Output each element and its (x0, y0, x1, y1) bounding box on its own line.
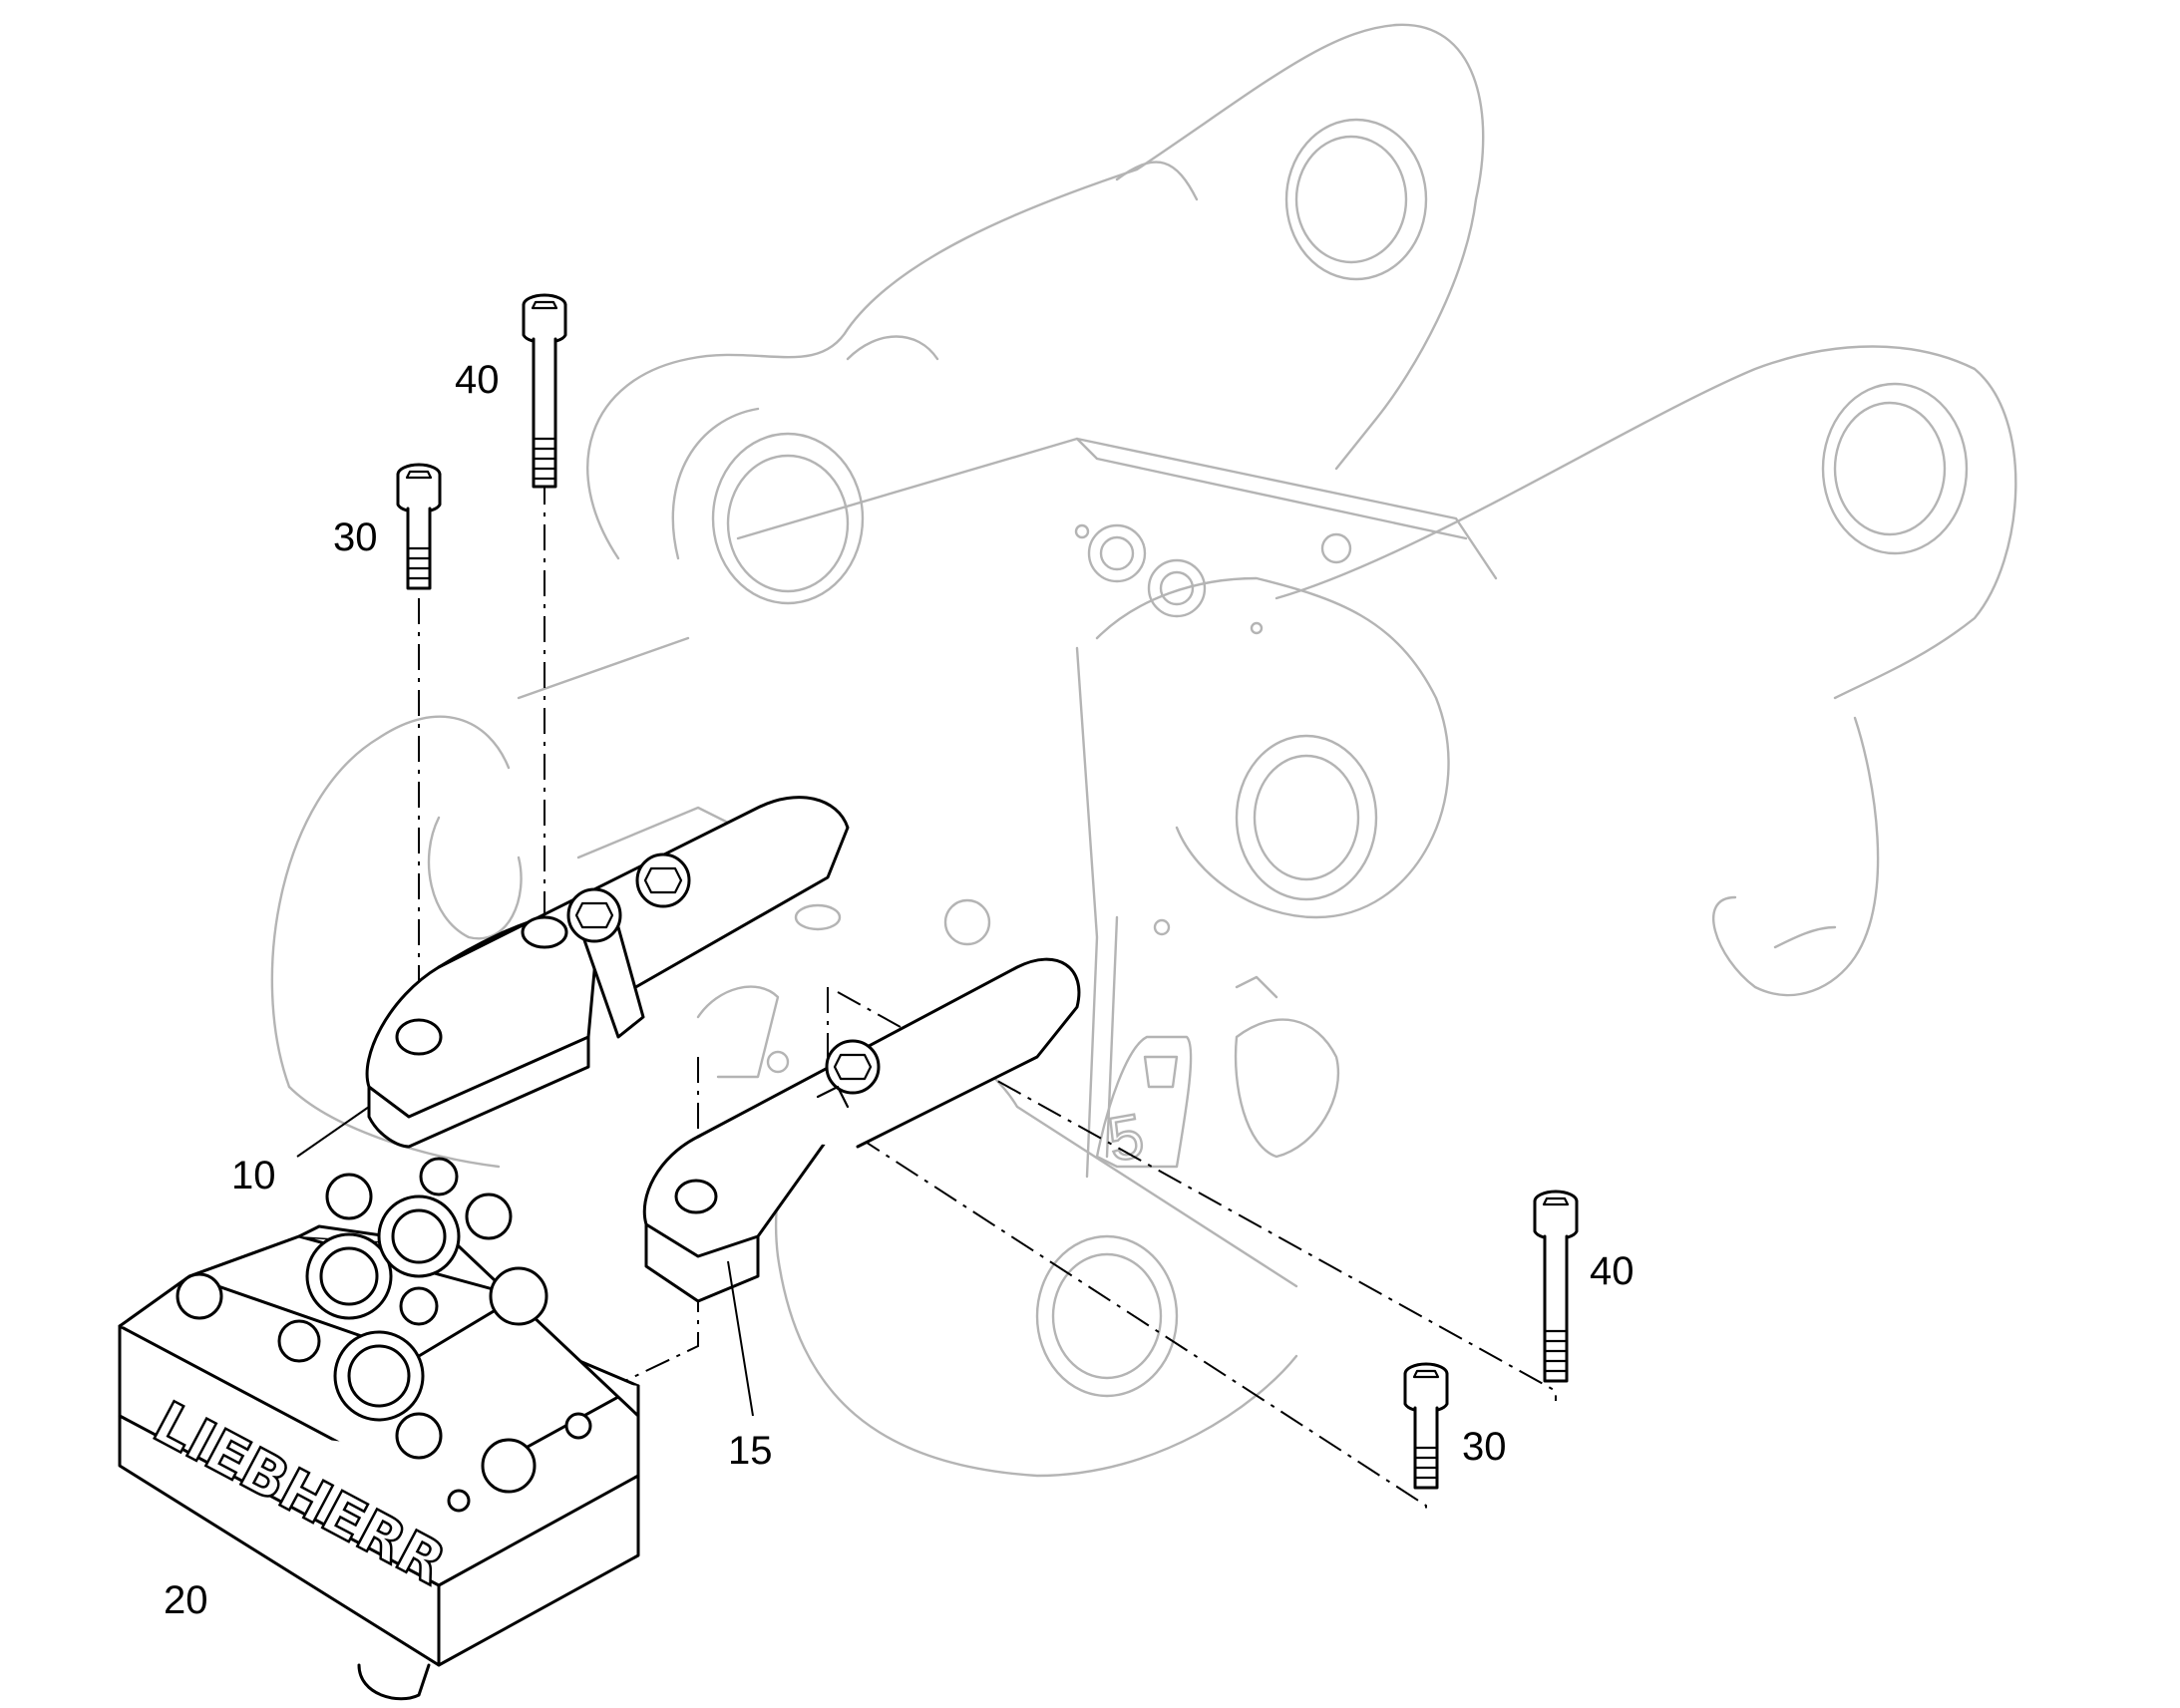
callout-10: 10 (231, 1154, 276, 1197)
part-10-wedge[interactable] (365, 796, 850, 1149)
bolt-30-upper[interactable] (396, 463, 442, 590)
callout-labels: 40 30 10 15 20 40 30 (164, 358, 1635, 1622)
leader-lines (296, 1106, 754, 1417)
bolt-30-lower[interactable] (1403, 1362, 1449, 1490)
callout-20: 20 (164, 1578, 208, 1622)
callout-40-upper: 40 (455, 358, 500, 402)
callout-15: 15 (728, 1429, 773, 1473)
coupler-frame-ghost: 5 (270, 23, 2017, 1478)
bolt-40-lower[interactable] (1533, 1190, 1579, 1383)
part-20-valve-block[interactable]: LIEBHERR (118, 1157, 640, 1701)
callout-40-lower: 40 (1590, 1249, 1635, 1293)
callout-30-lower: 30 (1462, 1425, 1507, 1469)
callout-30-upper: 30 (333, 515, 378, 559)
valve-fittings (176, 1157, 592, 1513)
part-15-wedge[interactable] (642, 957, 1081, 1303)
bolt-40-upper[interactable] (522, 293, 567, 489)
